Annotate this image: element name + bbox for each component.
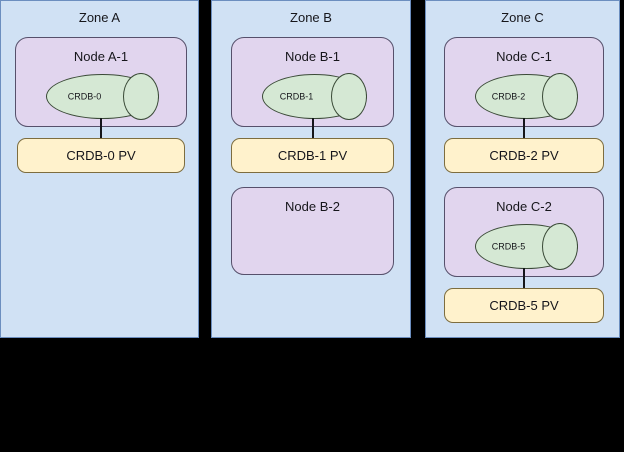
pv-box-crdb-2: CRDB-2 PV <box>444 138 604 173</box>
database-label-crdb-0: CRDB-0 <box>67 91 102 101</box>
zone-panel-c: Zone C Node C-1 CRDB-2 CRDB-2 PV Node C-… <box>425 0 620 338</box>
database-cylinder-crdb-2: CRDB-2 <box>475 73 578 120</box>
node-box-b-1: Node B-1 CRDB-1 <box>231 37 394 127</box>
zone-title-a: Zone A <box>78 10 121 25</box>
cylinder-end-cap <box>123 73 159 120</box>
zone-panel-a: Zone A Node A-1 CRDB-0 CRDB-0 PV <box>0 0 199 338</box>
connector-a-1-to-crdb-0-pv <box>100 118 102 138</box>
pv-box-crdb-0: CRDB-0 PV <box>17 138 185 173</box>
zone-title-b: Zone B <box>290 10 332 25</box>
pv-box-crdb-5: CRDB-5 PV <box>444 288 604 323</box>
zone-panel-b: Zone B Node B-1 CRDB-1 CRDB-1 PV Node B-… <box>211 0 411 338</box>
node-box-c-2: Node C-2 CRDB-5 <box>444 187 604 277</box>
cylinder-end-cap <box>542 73 578 120</box>
connector-c-1-to-crdb-2-pv <box>523 118 525 138</box>
database-label-crdb-1: CRDB-1 <box>279 91 314 101</box>
database-cylinder-crdb-0: CRDB-0 <box>46 73 159 120</box>
database-label-crdb-2: CRDB-2 <box>491 91 526 101</box>
connector-b-1-to-crdb-1-pv <box>312 118 314 138</box>
cylinder-end-cap <box>331 73 367 120</box>
pv-label-crdb-2: CRDB-2 PV <box>489 147 559 163</box>
connector-c-2-to-crdb-5-pv <box>523 268 525 288</box>
pv-label-crdb-1: CRDB-1 PV <box>277 147 348 163</box>
database-label-crdb-5: CRDB-5 <box>491 241 526 251</box>
node-box-b-2: Node B-2 <box>231 187 394 275</box>
node-box-c-1: Node C-1 CRDB-2 <box>444 37 604 127</box>
pv-box-crdb-1: CRDB-1 PV <box>231 138 394 173</box>
pv-label-crdb-0: CRDB-0 PV <box>66 147 136 163</box>
node-title-b-1: Node B-1 <box>285 49 340 64</box>
node-title-b-2: Node B-2 <box>285 199 340 214</box>
cylinder-end-cap <box>542 223 578 270</box>
pv-label-crdb-5: CRDB-5 PV <box>489 297 559 313</box>
node-title-c-2: Node C-2 <box>496 199 552 214</box>
zone-title-c: Zone C <box>501 10 544 25</box>
database-cylinder-crdb-5: CRDB-5 <box>475 223 578 270</box>
node-title-a-1: Node A-1 <box>73 49 129 64</box>
node-box-a-1: Node A-1 CRDB-0 <box>15 37 187 127</box>
database-cylinder-crdb-1: CRDB-1 <box>262 73 367 120</box>
node-title-c-1: Node C-1 <box>496 49 552 64</box>
